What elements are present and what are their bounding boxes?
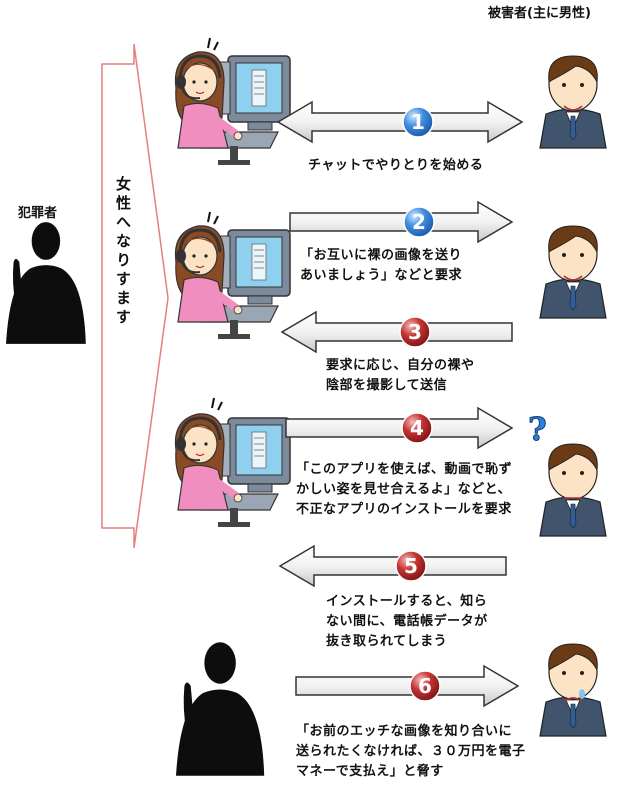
victim-label: 被害者(主に男性) — [488, 6, 591, 21]
step-2-number-badge — [403, 206, 435, 238]
victim-man-3-worried — [539, 443, 607, 537]
step-arrows: 1 2 3 4 5 6 — [276, 100, 524, 708]
impersonate-arrow — [101, 43, 169, 549]
step-6-arrow — [295, 664, 520, 708]
victim-man-4-crying — [539, 643, 607, 737]
operator-woman-1 — [175, 52, 290, 165]
step-4-caption: 「このアプリを使えば、動画で恥ず かしい姿を見せ合えるよ」などと、 不正なアプリ… — [296, 462, 513, 517]
step-5-number-badge — [395, 550, 427, 582]
step-2-number: 2 — [412, 210, 426, 234]
step-3-caption: 要求に応じ、自分の裸や 陰部を撮影して送信 — [326, 358, 475, 393]
step-6-number: 6 — [418, 674, 432, 698]
criminal-label: 犯罪者 — [18, 206, 58, 221]
step-6-caption: 「お前のエッチな画像を知り合いに 送られたくなければ、３０万円を電子 マネーで支… — [296, 724, 526, 779]
alert-marks-icon — [207, 37, 223, 411]
step-3-arrow — [280, 310, 513, 354]
step-6-number-badge — [409, 670, 441, 702]
step-5-number: 5 — [404, 554, 418, 578]
step-3-number-badge — [399, 316, 431, 348]
criminal-silhouette — [6, 222, 86, 344]
step-5-caption: インストールすると、知ら ない間に、電話帳データが 抜き取られてしまう — [326, 594, 488, 649]
step-1-number: 1 — [411, 110, 425, 134]
step-3-number: 3 — [408, 320, 422, 344]
operator-woman-3 — [175, 414, 290, 527]
step-2-caption: 「お互いに裸の画像を送り あいましょう」などと要求 — [300, 248, 463, 283]
step-5-arrow — [278, 544, 507, 588]
question-mark-icon: ? — [528, 410, 547, 448]
impersonate-label: 女性へなりすます — [114, 176, 132, 328]
victim-man-1 — [539, 55, 607, 149]
step-4-number: 4 — [410, 416, 424, 440]
operator-woman-2 — [175, 226, 290, 339]
victim-man-2 — [539, 225, 607, 319]
criminal-silhouette-bottom — [176, 642, 265, 776]
step-2-arrow — [289, 200, 514, 244]
step-4-arrow — [285, 406, 514, 450]
step-1-number-badge — [402, 106, 434, 138]
step-4-number-badge — [401, 412, 433, 444]
step-1-caption: チャットでやりとりを始める — [308, 158, 484, 173]
step-1-arrow — [276, 100, 524, 144]
